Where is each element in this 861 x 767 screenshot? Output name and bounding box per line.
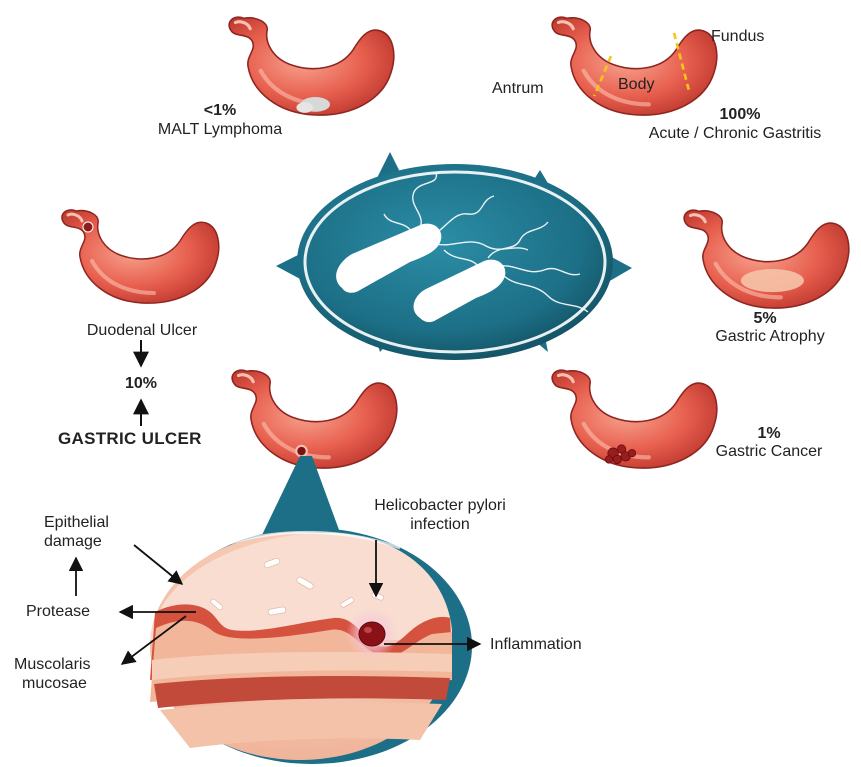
muscularis-label-line2: mucosae <box>22 675 87 693</box>
stomach-malt-icon <box>229 17 394 115</box>
atrophy-label: Gastric Atrophy <box>690 328 850 346</box>
gastritis-percent: 100% <box>700 106 780 124</box>
duodenal-label: Duodenal Ulcer <box>62 322 222 340</box>
hp-infection-label-line2: infection <box>350 516 530 534</box>
cancer-percent: 1% <box>744 425 794 443</box>
malt-label: MALT Lymphoma <box>120 121 320 139</box>
gastritis-label: Acute / Chronic Gastritis <box>612 125 858 143</box>
epithelial-label-line2: damage <box>44 533 102 551</box>
stomach-duodenal-icon <box>62 210 219 303</box>
stomach-atrophy-icon <box>684 210 849 308</box>
gastric-ulcer-label: GASTRIC ULCER <box>58 430 202 448</box>
inflammation-label: Inflammation <box>490 636 582 654</box>
malt-percent: <1% <box>180 102 260 120</box>
h-pylori-disc <box>276 152 632 360</box>
stomach-gastritis-icon <box>552 17 717 115</box>
ulcer-rate-percent: 10% <box>111 375 171 393</box>
fundus-label: Fundus <box>711 28 764 46</box>
tissue-cross-section <box>150 528 472 764</box>
stomach-cancer-icon <box>552 370 717 468</box>
epithelial-label-line1: Epithelial <box>44 514 109 532</box>
muscularis-label-line1: Muscolaris <box>14 656 90 674</box>
protease-label: Protease <box>26 603 90 621</box>
stomach-ulcer-icon <box>232 370 397 468</box>
atrophy-percent: 5% <box>735 310 795 328</box>
hp-infection-label-line1: Helicobacter pylori <box>350 497 530 515</box>
body-label: Body <box>618 76 654 94</box>
epithelial-arrow <box>134 545 182 584</box>
antrum-label: Antrum <box>492 80 544 98</box>
cancer-label: Gastric Cancer <box>694 443 844 461</box>
